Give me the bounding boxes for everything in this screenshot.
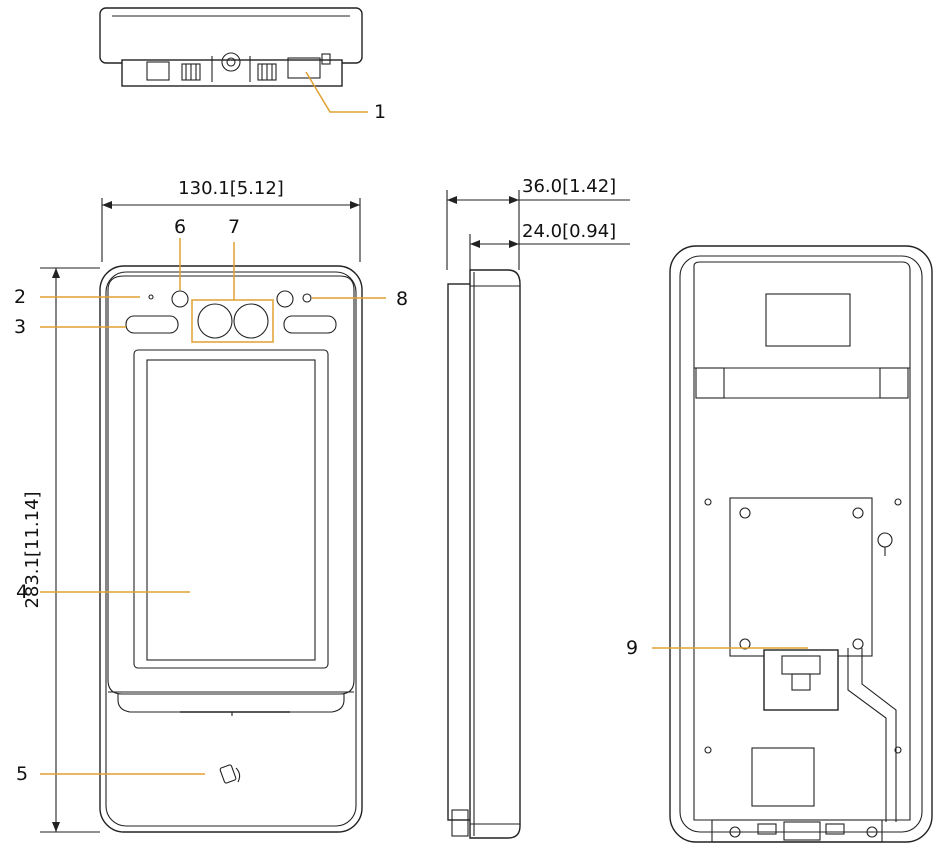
callout-9: 9 — [626, 637, 638, 659]
callout-8: 8 — [396, 288, 408, 310]
callout-1-leader — [305, 71, 368, 113]
side-view: 36.0[1.42] 24.0[0.94] — [446, 176, 630, 839]
width-dimension: 130.1[5.12] — [178, 178, 284, 199]
depth-body-dimension: 24.0[0.94] — [522, 221, 616, 242]
depth-total-dimension: 36.0[1.42] — [522, 176, 616, 197]
callout-5: 5 — [16, 763, 28, 785]
nfc-card-icon — [219, 764, 241, 784]
callout-7: 7 — [228, 216, 240, 238]
callout-4: 4 — [16, 581, 28, 603]
front-view: 130.1[5.12] 283.1[11.14] — [22, 178, 363, 833]
rear-view — [669, 245, 933, 843]
callout-6: 6 — [174, 216, 186, 238]
callout-3: 3 — [14, 316, 26, 338]
height-dimension: 283.1[11.14] — [22, 491, 43, 608]
top-view — [99, 7, 363, 87]
callout-2: 2 — [14, 286, 26, 308]
callout-1: 1 — [374, 101, 386, 123]
